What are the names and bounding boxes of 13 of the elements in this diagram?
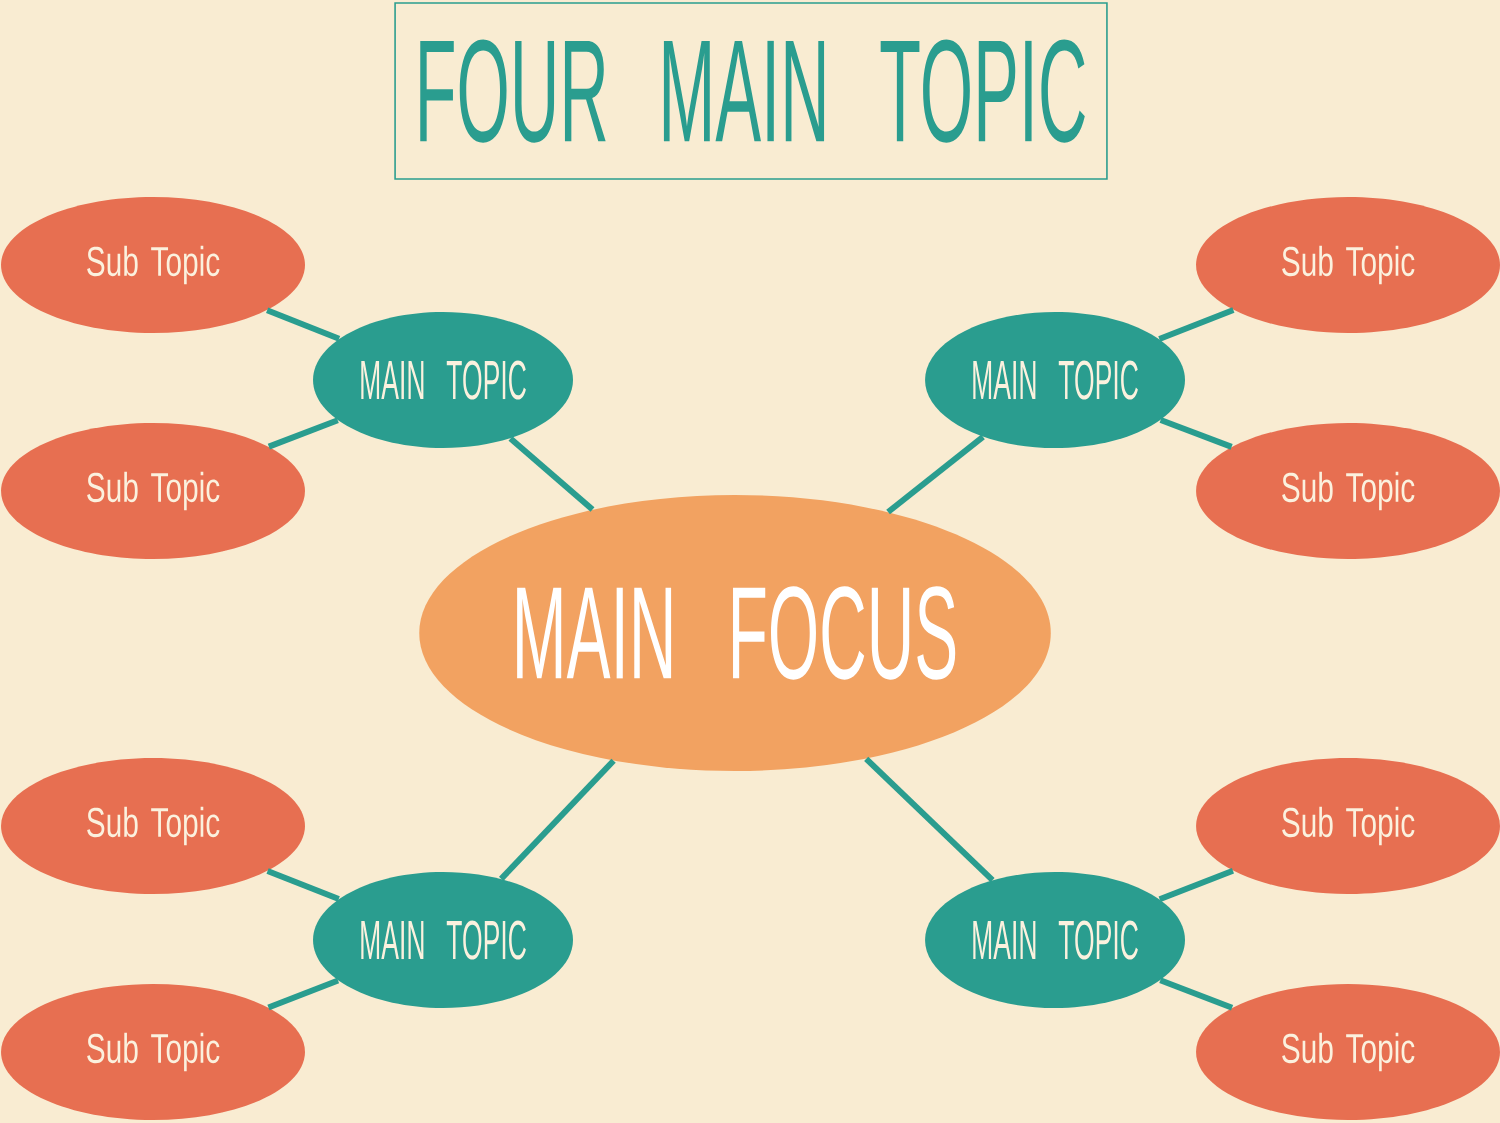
connector-line	[499, 758, 616, 881]
connector-line	[1158, 868, 1234, 903]
connector-line	[1158, 307, 1235, 342]
connector-line	[864, 756, 995, 883]
connector-line	[1159, 417, 1233, 450]
connector-line	[508, 436, 595, 512]
connector-line	[266, 868, 340, 902]
connector-line	[266, 307, 341, 342]
connector-line	[886, 434, 985, 515]
connector-line	[267, 417, 339, 450]
connector-line	[1159, 977, 1234, 1011]
title: FOUR MAIN TOPIC	[394, 2, 1108, 180]
connector-line	[267, 977, 340, 1011]
